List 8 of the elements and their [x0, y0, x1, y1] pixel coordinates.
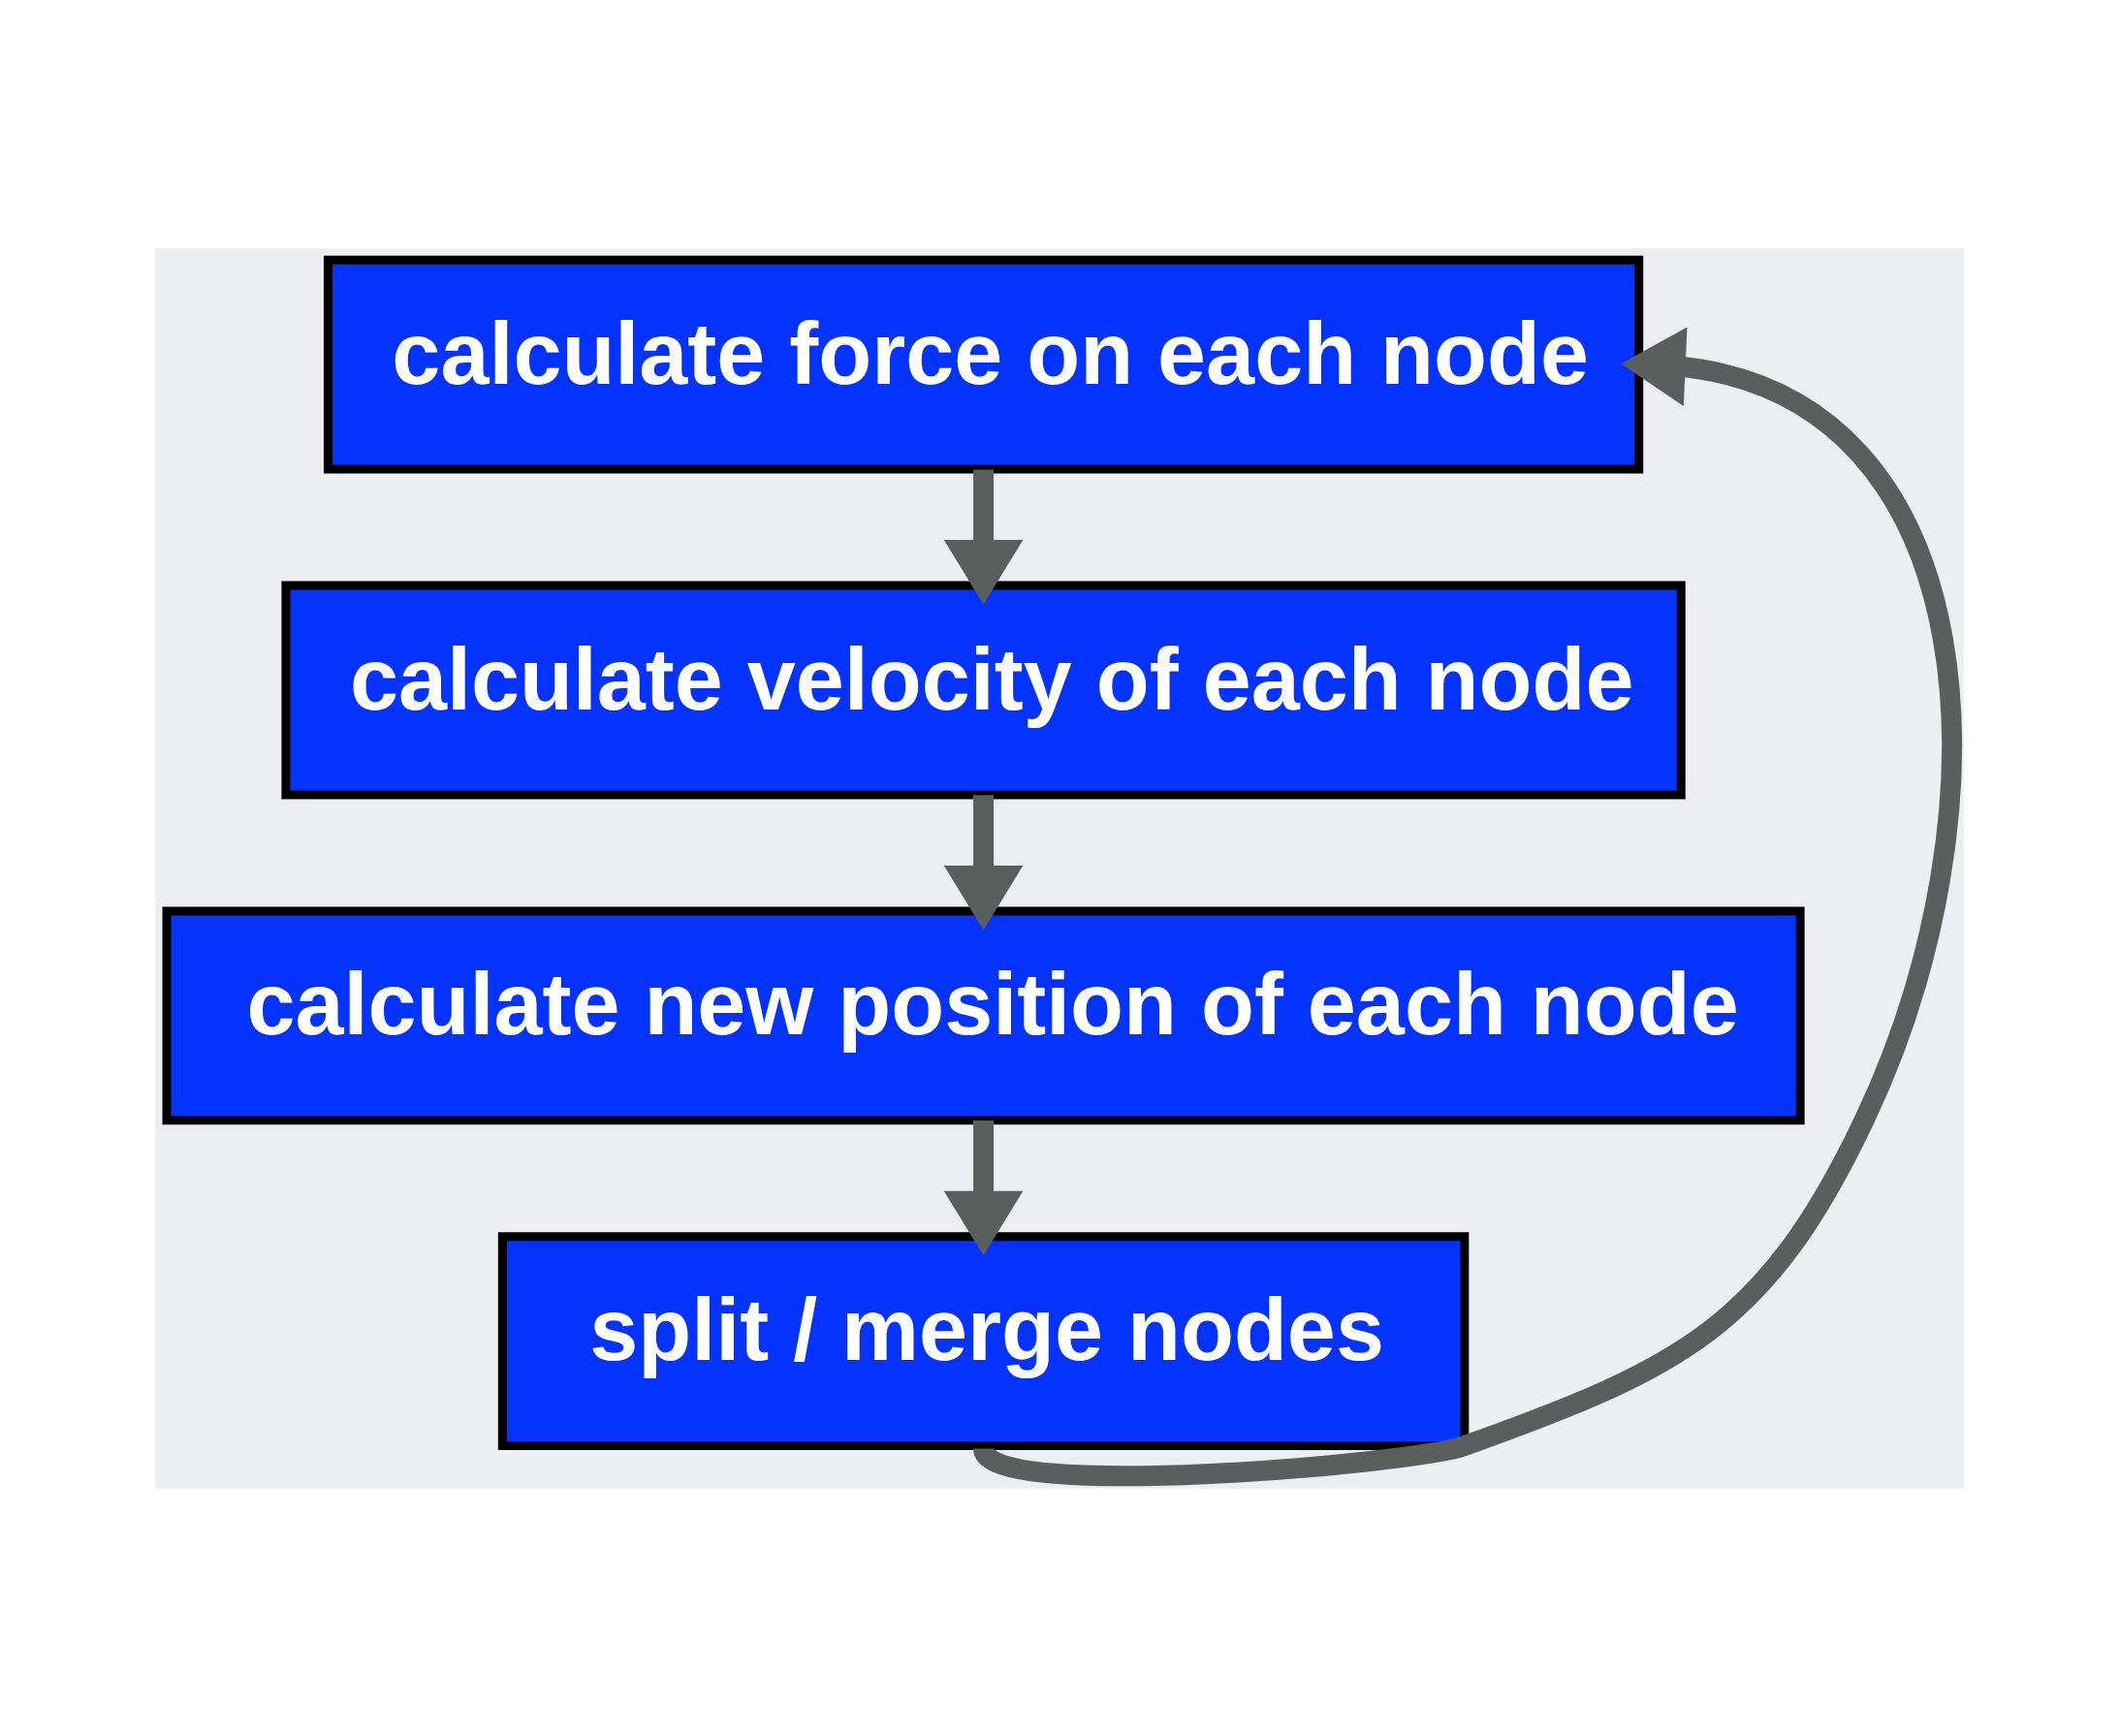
arrow	[943, 468, 1024, 605]
node-box: calculate velocity of each node	[281, 581, 1686, 799]
node-box: split / merge nodes	[497, 1231, 1470, 1450]
arrow	[943, 1120, 1024, 1255]
arrow	[976, 327, 1962, 1486]
node-box: calculate new position of each node	[162, 905, 1805, 1124]
node-box: calculate force on each node	[323, 255, 1644, 474]
arrow	[943, 794, 1024, 931]
